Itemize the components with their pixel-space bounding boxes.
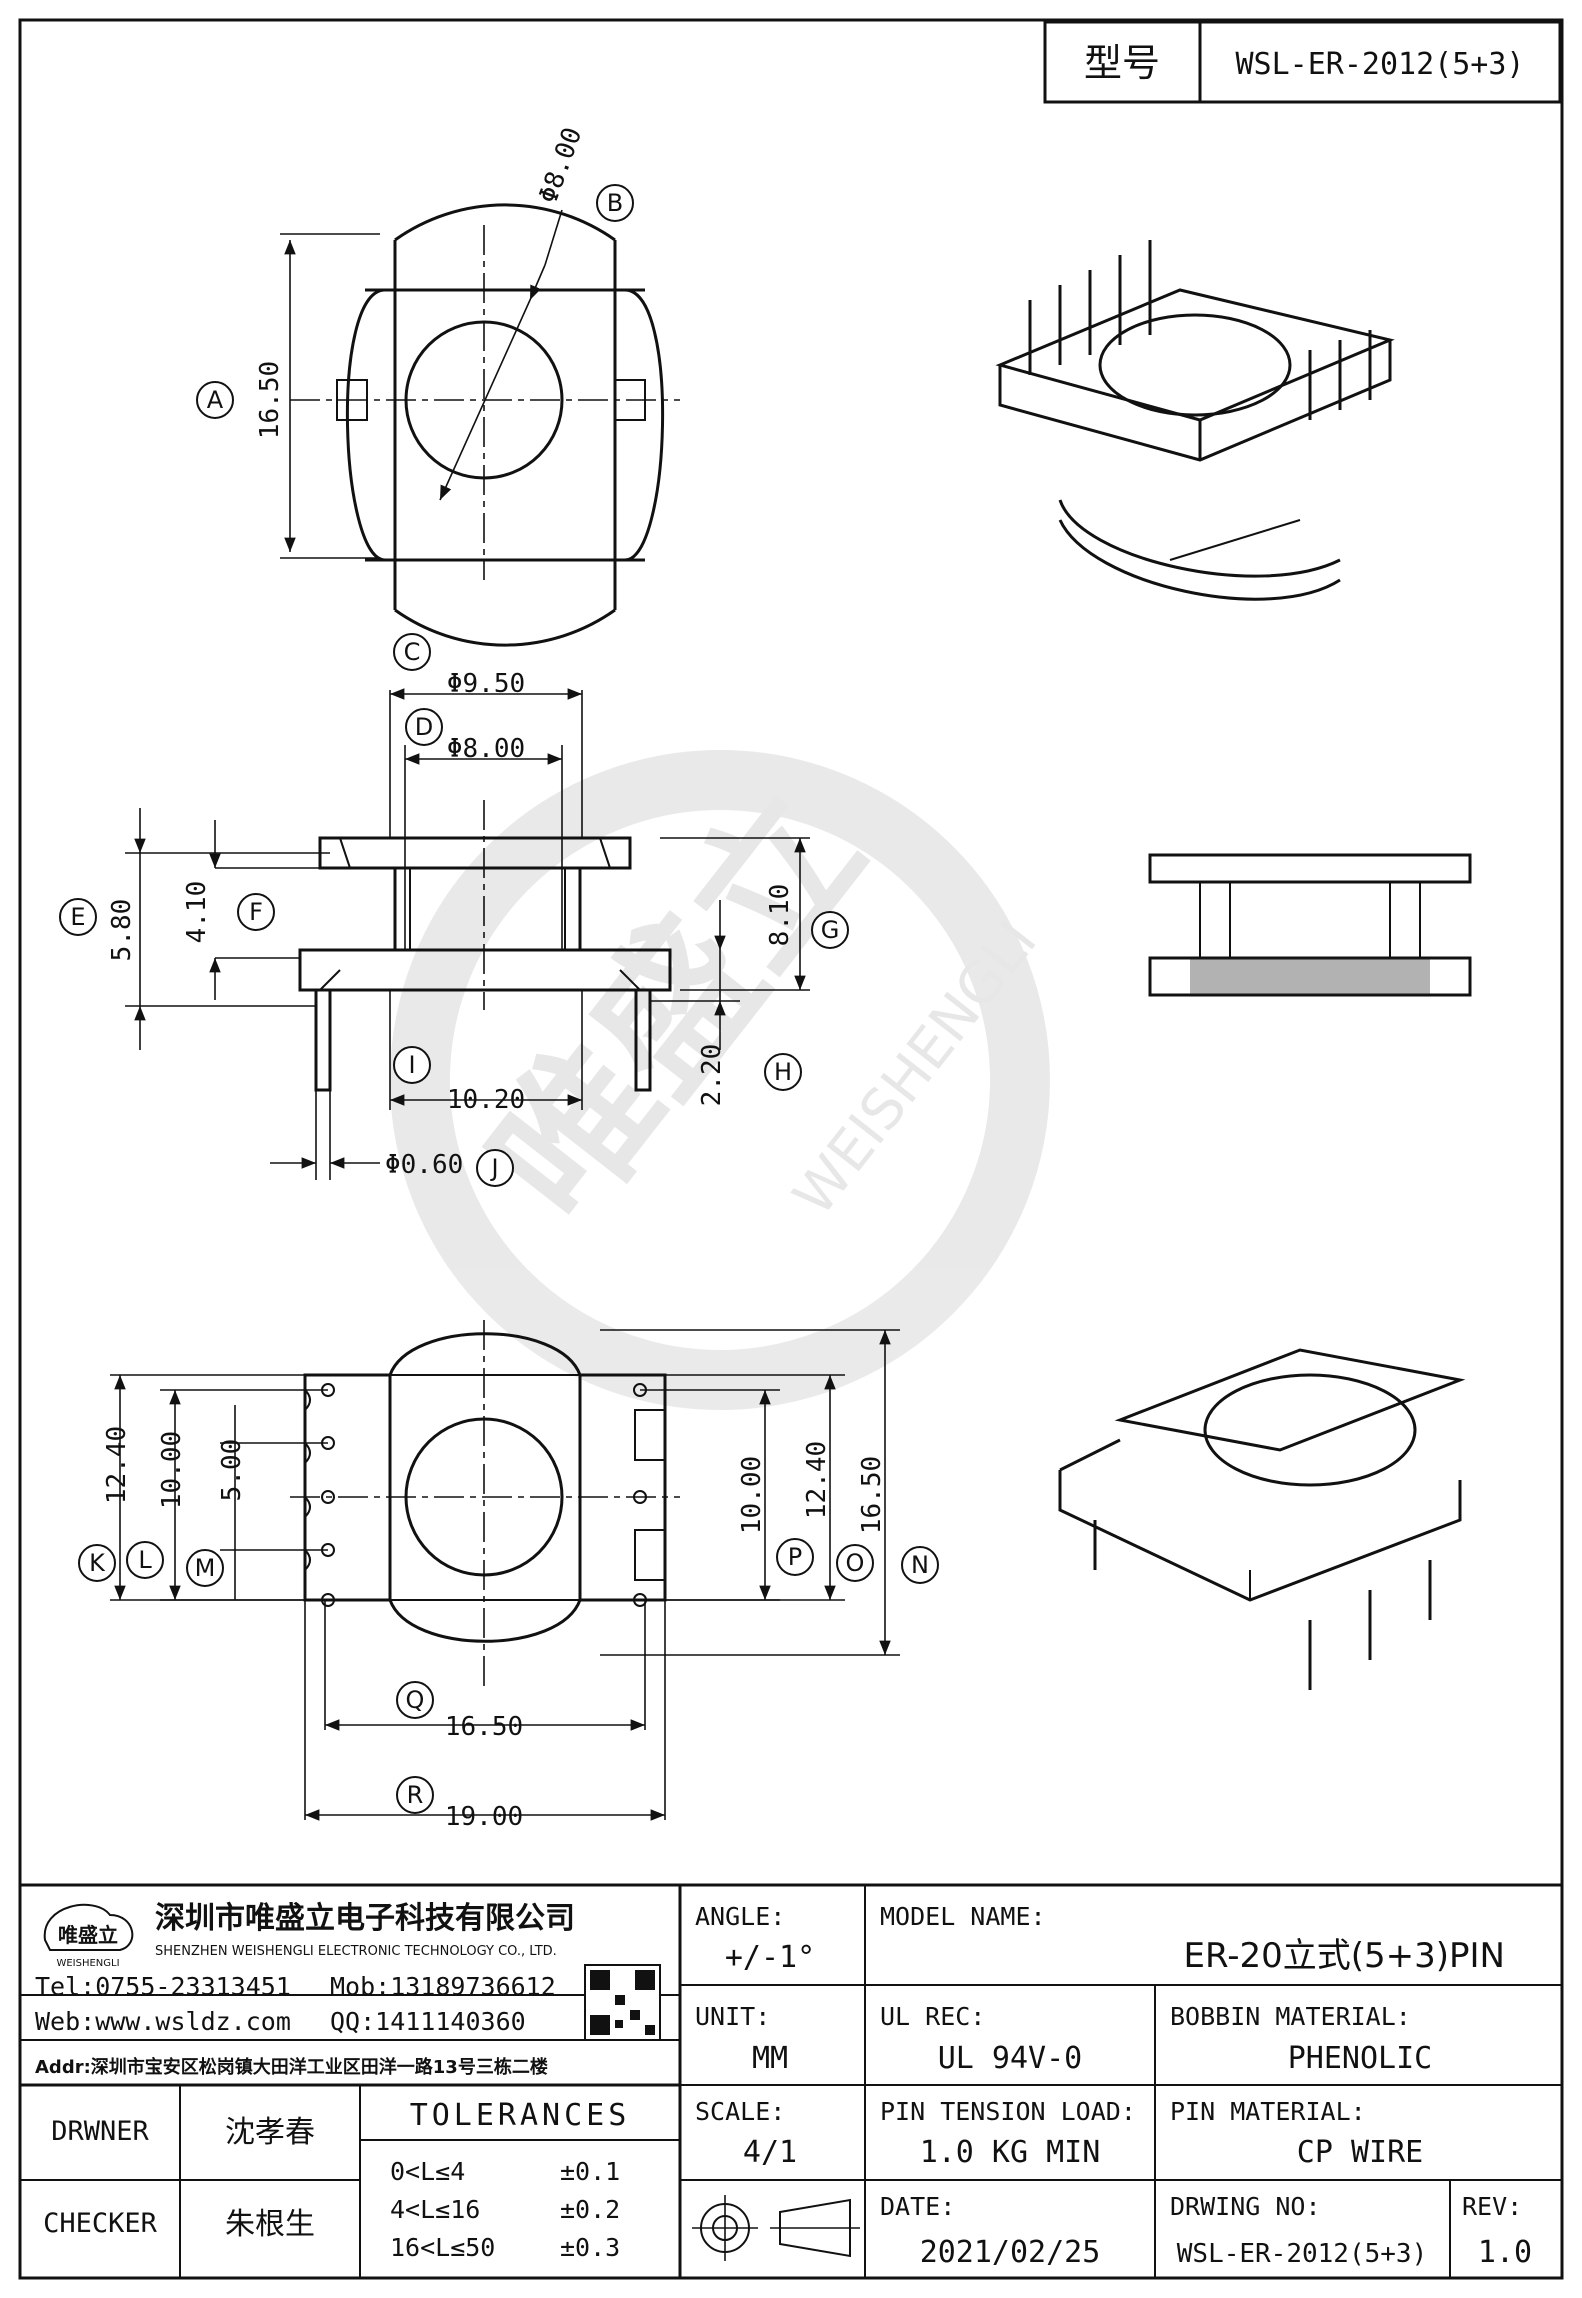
pin-material-value: CP WIRE xyxy=(1297,2135,1423,2170)
dim-a-value: 16.50 xyxy=(255,361,285,439)
dim-g-value: 8.10 xyxy=(765,884,795,947)
unit-label: UNIT: xyxy=(695,2002,770,2031)
model-label: MODEL NAME: xyxy=(880,1902,1046,1931)
svg-text:D: D xyxy=(415,713,433,741)
ul-label: UL REC: xyxy=(880,2002,985,2031)
svg-text:J: J xyxy=(489,1154,498,1182)
company-logo-sub: WEISHENGLI xyxy=(56,1958,119,1969)
tol-value-3: ±0.3 xyxy=(560,2233,620,2262)
dim-c-value: Φ9.50 xyxy=(447,669,525,699)
dim-n-value: 16.50 xyxy=(857,1456,887,1534)
dim-j-value: Φ0.60 xyxy=(385,1150,463,1180)
drawer-label: DRWNER xyxy=(51,2116,149,2147)
tol-range-3: 16<L≤50 xyxy=(390,2233,495,2262)
dim-m-value: 5.00 xyxy=(217,1439,247,1502)
svg-text:F: F xyxy=(249,898,263,926)
svg-text:P: P xyxy=(788,1543,802,1571)
company-mob: Mob:13189736612 xyxy=(330,1972,556,2001)
header-block: 型号 WSL-ER-2012(5+3) xyxy=(1043,20,1562,104)
dim-e-value: 5.80 xyxy=(107,899,137,962)
title-block: 唯盛立 WEISHENGLI 深圳市唯盛立电子科技有限公司 SHENZHEN W… xyxy=(20,1883,1562,2278)
rev-label: REV: xyxy=(1462,2192,1522,2221)
scale-value: 4/1 xyxy=(743,2135,797,2170)
rev-value: 1.0 xyxy=(1478,2235,1532,2270)
svg-text:M: M xyxy=(195,1554,216,1582)
dim-h-value: 2.20 xyxy=(697,1044,727,1107)
side-view xyxy=(1148,853,1472,997)
type-value: WSL-ER-2012(5+3) xyxy=(1236,47,1525,82)
tol-range-2: 4<L≤16 xyxy=(390,2195,480,2224)
isometric-view-bottom xyxy=(1058,1348,1466,1690)
svg-text:I: I xyxy=(408,1051,415,1079)
sheet-border xyxy=(18,18,1564,2280)
svg-text:C: C xyxy=(404,638,421,666)
company-info: 唯盛立 WEISHENGLI 深圳市唯盛立电子科技有限公司 SHENZHEN W… xyxy=(35,1901,661,2078)
dim-d-value: Φ8.00 xyxy=(447,734,525,764)
svg-text:G: G xyxy=(821,916,840,944)
drawer-value: 沈孝春 xyxy=(225,2115,315,2150)
date-label: DATE: xyxy=(880,2192,955,2221)
svg-text:N: N xyxy=(911,1551,929,1579)
scale-label: SCALE: xyxy=(695,2097,785,2126)
bobbin-value: PHENOLIC xyxy=(1288,2041,1433,2076)
dim-p-value: 10.00 xyxy=(737,1456,767,1534)
svg-text:A: A xyxy=(207,386,224,414)
dim-i-value: 10.20 xyxy=(447,1085,525,1115)
dim-f-value: 4.10 xyxy=(182,881,212,944)
tol-value-1: ±0.1 xyxy=(560,2157,620,2186)
pin-tension-label: PIN TENSION LOAD: xyxy=(880,2097,1136,2126)
company-web: Web:www.wsldz.com xyxy=(35,2007,291,2036)
tol-range-1: 0<L≤4 xyxy=(390,2157,465,2186)
qr-code xyxy=(584,1964,661,2041)
svg-text:B: B xyxy=(607,189,623,217)
svg-text:H: H xyxy=(774,1058,792,1086)
svg-text:L: L xyxy=(138,1546,152,1574)
drawing-no-value: WSL-ER-2012(5+3) xyxy=(1177,2239,1427,2269)
tolerances-label: TOLERANCES xyxy=(410,2098,631,2133)
dim-q-value: 16.50 xyxy=(445,1712,523,1742)
angle-label: ANGLE: xyxy=(695,1902,785,1931)
angle-value: +/-1° xyxy=(725,1940,815,1975)
dim-o-value: 12.40 xyxy=(802,1441,832,1519)
svg-text:O: O xyxy=(846,1549,865,1577)
watermark: 唯盛立 WEISHENGLI xyxy=(390,750,1050,1410)
checker-label: CHECKER xyxy=(43,2208,158,2239)
company-name-cn: 深圳市唯盛立电子科技有限公司 xyxy=(155,1901,575,1936)
company-qq: QQ:1411140360 xyxy=(330,2007,526,2036)
svg-text:K: K xyxy=(89,1549,106,1577)
front-view: Φ9.50 Φ8.00 5.80 4.10 8.10 2.20 10.20 Φ0… xyxy=(59,633,849,1187)
dim-k-value: 12.40 xyxy=(102,1426,132,1504)
type-label: 型号 xyxy=(1084,41,1160,85)
drawing-no-label: DRWING NO: xyxy=(1170,2192,1321,2221)
top-view: 16.50 Φ8.00 A B xyxy=(196,124,680,647)
bottom-view: 16.50 19.00 12.40 10.00 5.00 10.00 12.40… xyxy=(78,1320,939,1832)
model-value: ER-20立式(5+3)PIN xyxy=(1183,1936,1505,1976)
checker-value: 朱根生 xyxy=(225,2207,315,2242)
bobbin-label: BOBBIN MATERIAL: xyxy=(1170,2002,1411,2031)
dim-l-value: 10.00 xyxy=(157,1431,187,1509)
company-tel: Tel:0755-23313451 xyxy=(35,1972,291,2001)
unit-value: MM xyxy=(752,2041,788,2076)
svg-text:Q: Q xyxy=(406,1686,425,1714)
dim-r-value: 19.00 xyxy=(445,1802,523,1832)
company-logo: 唯盛立 xyxy=(58,1923,118,1947)
pin-material-label: PIN MATERIAL: xyxy=(1170,2097,1366,2126)
ul-value: UL 94V-0 xyxy=(938,2041,1083,2076)
isometric-view-top xyxy=(995,240,1395,601)
dim-b-value: Φ8.00 xyxy=(533,124,588,208)
company-addr: Addr:深圳市宝安区松岗镇大田洋工业区田洋一路13号三栋二楼 xyxy=(35,2056,548,2078)
date-value: 2021/02/25 xyxy=(920,2235,1101,2270)
pin-tension-value: 1.0 KG MIN xyxy=(920,2135,1101,2170)
company-name-en: SHENZHEN WEISHENGLI ELECTRONIC TECHNOLOG… xyxy=(155,1944,557,1959)
tol-value-2: ±0.2 xyxy=(560,2195,620,2224)
projection-symbol-icon xyxy=(692,2195,860,2261)
svg-text:R: R xyxy=(407,1781,424,1809)
svg-text:E: E xyxy=(70,903,85,931)
